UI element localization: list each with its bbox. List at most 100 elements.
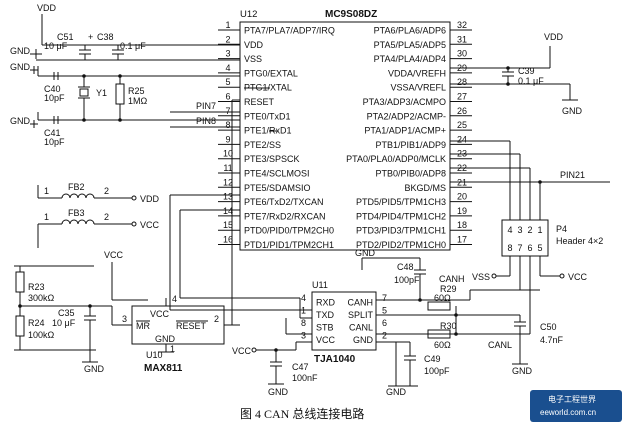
gnd-label-c47: GND <box>268 387 289 397</box>
u10-part: MAX811 <box>144 363 183 374</box>
p4-pin-num: 1 <box>537 225 542 235</box>
u12-pin-name: VDD <box>244 40 264 50</box>
gnd-label-2: GND <box>10 62 31 72</box>
u12-pin-name: PTB1/PIB1/ADP9 <box>375 140 446 150</box>
c47-val: 100nF <box>292 373 318 383</box>
u11-pin-name: CANH <box>347 298 373 308</box>
u12-pin-num: 1 <box>225 20 230 30</box>
hdr-vcc-label: VCC <box>568 272 588 282</box>
gnd-label-right: GND <box>562 106 583 116</box>
c40-val: 10pF <box>44 93 65 103</box>
junction <box>82 118 86 122</box>
u12-pin-num: 31 <box>457 34 467 44</box>
junction <box>418 298 422 302</box>
c49-ref: C49 <box>424 354 441 364</box>
c41-ref: C41 <box>44 128 61 138</box>
p4-pin-num: 2 <box>527 225 532 235</box>
u12-pin-name: VSSA/VREFL <box>390 83 446 93</box>
u12-pin-name: PTE0/TxD1 <box>244 111 291 121</box>
junction <box>274 348 278 352</box>
u12-pin-name: PTA0/PLA0/ADP0/MCLK <box>346 154 446 164</box>
r24-body <box>15 315 25 337</box>
u10-vcc-pin: VCC <box>150 309 170 319</box>
u11-pin-num: 2 <box>382 331 387 341</box>
junction <box>118 74 122 78</box>
pin7-label: PIN7 <box>196 101 216 111</box>
r24-ref: R24 <box>28 318 45 328</box>
p4-pin-num: 6 <box>527 243 532 253</box>
u12-pin-name: PTA4/PLA4/ADP4 <box>374 54 446 64</box>
r23-ref: R23 <box>28 282 45 292</box>
vcc-terminal <box>559 273 565 279</box>
u12-pin-num: 27 <box>457 92 467 102</box>
gnd-label-3: GND <box>10 116 31 126</box>
p4-desc: Header 4×2 <box>556 236 603 246</box>
c50-val: 4.7nF <box>540 335 564 345</box>
gnd-symbol <box>30 120 38 128</box>
c38-ref: C38 <box>97 32 114 42</box>
c39-ref: C39 <box>518 66 535 76</box>
junction <box>454 332 458 336</box>
u12-pin-num: 12 <box>223 177 233 187</box>
gnd-label-div: GND <box>84 364 105 374</box>
junction <box>538 180 542 184</box>
r24-val: 100kΩ <box>28 330 55 340</box>
vcc-terminal <box>251 347 257 353</box>
c38-val: 0.1 μF <box>120 41 146 51</box>
u12-pin-name: PTB0/PIB0/ADP8 <box>375 169 446 179</box>
u12-pin-name: VSS <box>244 54 262 64</box>
vdd-right-label: VDD <box>544 32 564 42</box>
c48-val: 100pF <box>394 275 420 285</box>
u11-pin-name: CANL <box>349 323 373 333</box>
gnd-symbol <box>30 66 38 74</box>
u10-pin3-num: 3 <box>122 314 127 324</box>
c51-val: 10 μF <box>44 41 68 51</box>
r23-body <box>15 271 25 293</box>
u11-pin-name: TXD <box>316 310 335 320</box>
u12-pin-name: PTA7/PLA7/ADP7/IRQ <box>244 26 335 36</box>
c51-ref: C51 <box>57 32 74 42</box>
u10-gnd: GND <box>155 334 176 344</box>
canl-label: CANL <box>488 340 512 350</box>
gnd-label-c50: GND <box>512 366 533 376</box>
u12-pin-name: PTE7/RxD2/RXCAN <box>244 211 326 221</box>
r30-val: 60Ω <box>434 340 451 350</box>
u11-vcc-label: VCC <box>232 346 252 356</box>
u11-part: TJA1040 <box>314 354 356 365</box>
p4-body <box>501 219 549 257</box>
u11-pin-num: 5 <box>382 306 387 316</box>
u12-pin-num: 14 <box>223 206 233 216</box>
u12-pin-name: PTA2/ADP2/ACMP- <box>367 111 446 121</box>
c40-ref: C40 <box>44 84 61 94</box>
u12-pin-num: 7 <box>225 106 230 116</box>
u11-pin-num: 7 <box>382 293 387 303</box>
vss-label: VSS <box>472 272 490 282</box>
junction <box>454 313 458 317</box>
fb3-ref: FB3 <box>68 208 85 218</box>
u12-pin-name: PTD0/PID0/TPM2CH0 <box>244 226 334 236</box>
u12-pin-name: PTD1/PID1/TPM2CH1 <box>244 240 334 250</box>
u12-pin-num: 16 <box>223 235 233 245</box>
c49-val: 100pF <box>424 366 450 376</box>
junction <box>506 82 510 86</box>
fb3-pin2: 2 <box>104 212 109 222</box>
u12-pin-num: 17 <box>457 235 467 245</box>
u12-pin-num: 19 <box>457 206 467 216</box>
junction <box>82 74 86 78</box>
u10-pin4-num: 4 <box>172 294 177 304</box>
u11-pin-name: SPLIT <box>348 310 374 320</box>
fb2-pin2: 2 <box>104 186 109 196</box>
junction <box>18 304 22 308</box>
p4-pin-num: 4 <box>507 225 512 235</box>
u11-pin-num: 4 <box>301 293 306 303</box>
u11-pin-name: GND <box>353 335 374 345</box>
u12-pin-name: PTG0/EXTAL <box>244 68 298 78</box>
u12-pin-num: 4 <box>225 63 230 73</box>
vcc-to-u11 <box>256 342 312 350</box>
u12-pin-name: PTA1/ADP1/ACMP+ <box>364 126 446 136</box>
u11-pin-num: 3 <box>301 331 306 341</box>
c41-val: 10pF <box>44 137 65 147</box>
u12-pin-num: 10 <box>223 149 233 159</box>
